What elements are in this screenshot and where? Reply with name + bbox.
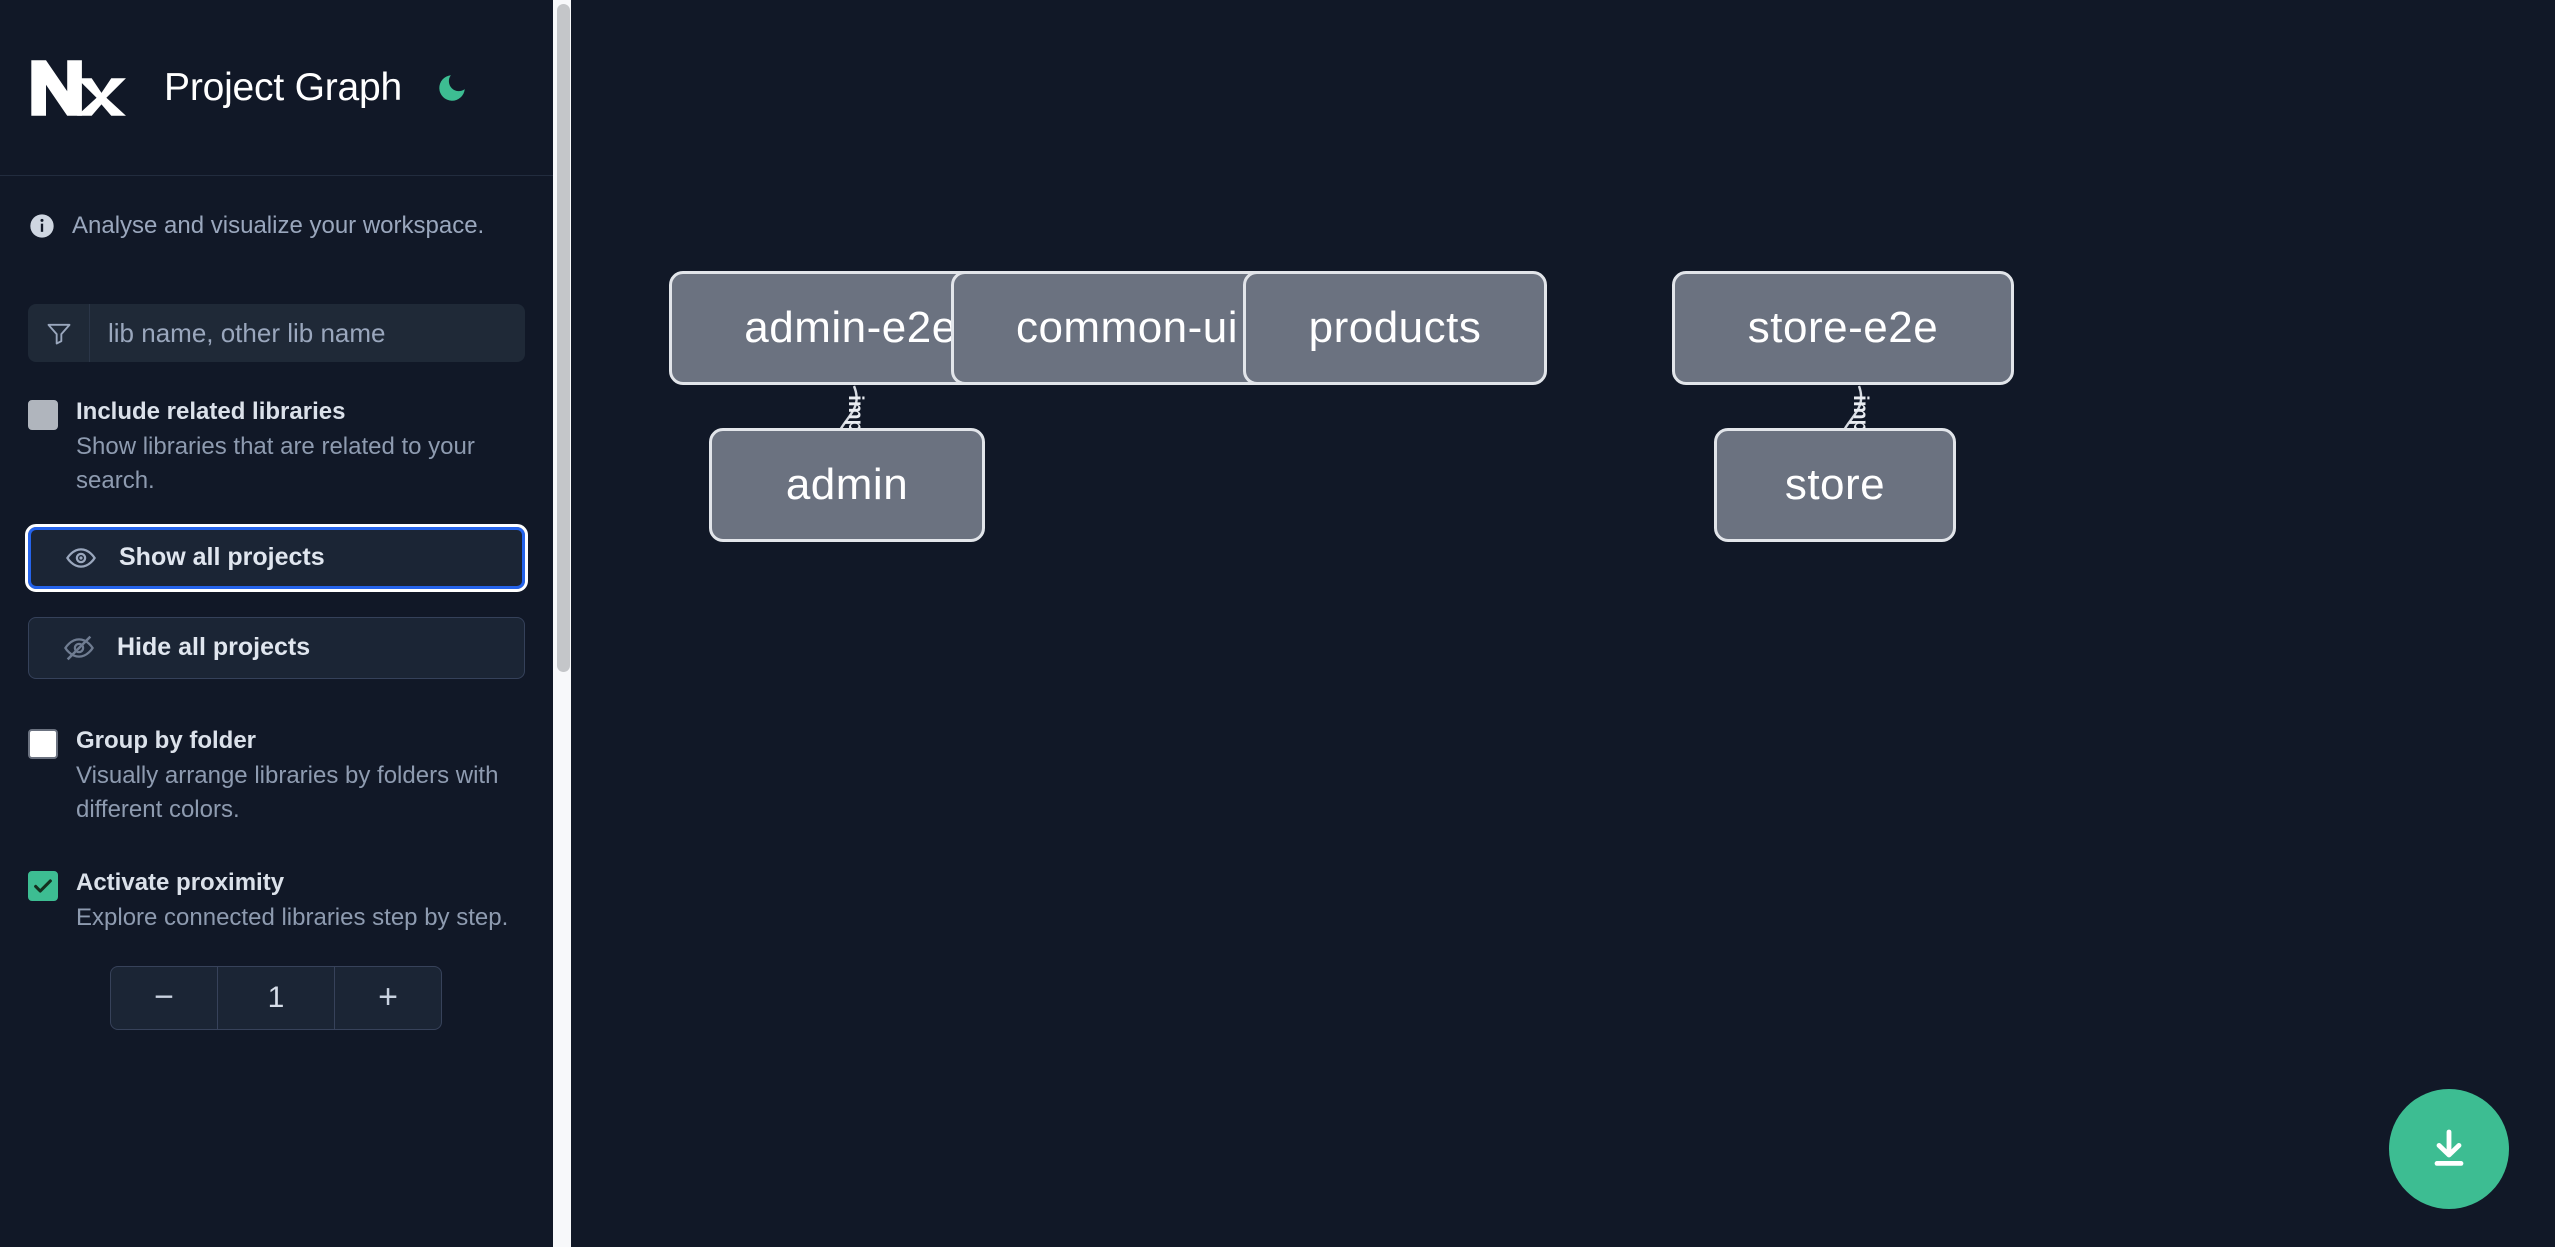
download-icon — [2425, 1125, 2473, 1173]
graph-node-store-label: store — [1784, 460, 1886, 509]
graph-node-store-e2e-label: store-e2e — [1747, 303, 1939, 352]
option-group-by-folder[interactable]: Group by folder Visually arrange librari… — [28, 725, 525, 828]
sidebar-body: Analyse and visualize your workspace. In… — [0, 212, 553, 1030]
graph-node-admin-label: admin — [785, 460, 909, 509]
filter-funnel-icon — [28, 304, 90, 362]
option-activate-proximity[interactable]: Activate proximity Explore connected lib… — [28, 867, 525, 935]
graph-node-store-e2e[interactable]: store-e2e — [1672, 271, 2014, 385]
activate-proximity-description: Explore connected libraries step by step… — [76, 904, 509, 932]
group-by-folder-description: Visually arrange libraries by folders wi… — [76, 761, 499, 824]
graph-node-products[interactable]: products — [1243, 271, 1547, 385]
search-input[interactable] — [90, 304, 525, 362]
info-icon — [28, 212, 56, 240]
show-all-projects-button[interactable]: Show all projects — [25, 523, 528, 592]
moon-icon[interactable] — [430, 66, 474, 110]
graph-node-store[interactable]: store — [1714, 428, 1956, 542]
proximity-increment-button[interactable]: + — [334, 966, 441, 1029]
sidebar-header: Project Graph — [0, 0, 553, 176]
nx-logo-icon — [28, 57, 126, 119]
graph-canvas[interactable]: implicit implicit admin-e2e common-ui pr… — [571, 0, 2555, 1247]
graph-node-admin[interactable]: admin — [709, 428, 985, 542]
sidebar-scrollbar-thumb[interactable] — [557, 4, 570, 672]
include-related-libraries-label: Include related libraries — [76, 398, 346, 425]
page-title: Project Graph — [164, 65, 403, 109]
graph-node-products-label: products — [1308, 303, 1482, 352]
hide-all-projects-button[interactable]: Hide all projects — [28, 616, 525, 679]
sidebar: Project Graph Analyse and visualize your… — [0, 0, 553, 1247]
proximity-value: 1 — [267, 980, 285, 1014]
tagline-text: Analyse and visualize your workspace. — [72, 212, 485, 239]
include-related-libraries-checkbox[interactable] — [28, 400, 58, 430]
tagline: Analyse and visualize your workspace. — [28, 212, 525, 240]
activate-proximity-checkbox[interactable] — [28, 871, 58, 902]
download-graph-button[interactable] — [2389, 1089, 2509, 1209]
include-related-libraries-description: Show libraries that are related to your … — [76, 433, 475, 495]
eye-off-icon — [63, 632, 95, 664]
group-by-folder-checkbox[interactable] — [28, 728, 58, 759]
group-by-folder-label: Group by folder — [76, 726, 256, 754]
proximity-decrement-button[interactable]: − — [111, 966, 218, 1029]
proximity-stepper[interactable]: − 1 + — [110, 965, 442, 1030]
show-all-projects-label: Show all projects — [119, 543, 325, 572]
search-field[interactable] — [28, 304, 525, 362]
graph-edges: implicit implicit — [829, 385, 1872, 474]
hide-all-projects-label: Hide all projects — [117, 633, 311, 662]
option-include-related-libraries[interactable]: Include related libraries Show libraries… — [28, 396, 525, 499]
activate-proximity-label: Activate proximity — [76, 869, 285, 897]
eye-icon — [65, 542, 97, 574]
graph-node-admin-e2e-label: admin-e2e — [744, 303, 957, 352]
graph-node-common-ui-label: common-ui — [1015, 303, 1239, 352]
